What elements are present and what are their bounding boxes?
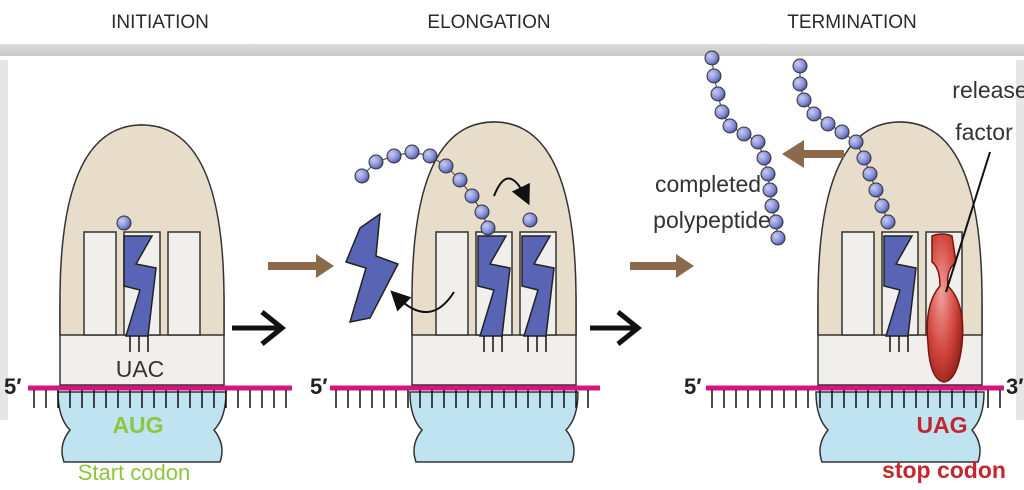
panel-arrow-1	[232, 310, 287, 346]
three-prime-label: 3′	[1006, 374, 1024, 399]
ribosome-small-subunit	[815, 391, 985, 463]
anticodon-bases	[889, 336, 909, 352]
stage-label-initiation: INITIATION	[111, 12, 209, 33]
ribosome-small-subunit	[409, 391, 579, 463]
release-factor-label-line1: release	[952, 77, 1024, 103]
header-shadow	[0, 44, 1024, 56]
attached-polypeptide	[792, 58, 896, 230]
anticodon-bases	[483, 336, 547, 352]
ribosome-small-subunit	[57, 391, 227, 463]
initiation-panel: UAC 5′ AUG Start codon	[4, 124, 292, 485]
release-arrow	[782, 140, 844, 168]
incoming-amino-acid	[522, 212, 538, 228]
termination-panel: release factor	[653, 50, 1024, 483]
completed-polypeptide-label-line2: polypeptide	[653, 207, 771, 233]
panel-arrow-2	[590, 310, 643, 346]
stage-label-elongation: ELONGATION	[427, 12, 550, 33]
five-prime-label: 5′	[4, 374, 22, 399]
mrna-bases	[33, 390, 287, 408]
peptide-transfer-arrow	[493, 177, 530, 206]
start-codon-caption: Start codon	[78, 460, 191, 485]
completed-polypeptide-label-line1: completed	[655, 171, 761, 197]
five-prime-label: 5′	[684, 374, 702, 399]
stage-arrow-2	[630, 254, 694, 278]
mrna-bases	[335, 390, 589, 408]
trna-exit-arrow	[390, 290, 455, 313]
mrna-bases	[711, 390, 1001, 408]
header-band	[0, 0, 1024, 44]
completed-polypeptide-chain	[704, 50, 786, 246]
stage-label-termination: TERMINATION	[787, 12, 916, 33]
stop-codon-caption: stop codon	[882, 457, 1006, 483]
five-prime-label: 5′	[310, 374, 328, 399]
anticodon-label: UAC	[116, 356, 165, 382]
amino-acid	[116, 215, 132, 231]
stage-arrow-1	[268, 254, 334, 278]
left-edge-band	[0, 60, 8, 420]
release-factor-label-line2: factor	[955, 119, 1013, 145]
release-factor-pointer	[945, 151, 991, 293]
exiting-trna	[344, 212, 400, 323]
stop-codon-sequence: UAG	[916, 412, 967, 438]
right-edge-band	[1016, 60, 1024, 420]
elongation-panel: 5′	[310, 121, 600, 463]
growing-polypeptide	[354, 144, 496, 236]
start-codon-sequence: AUG	[112, 412, 163, 438]
